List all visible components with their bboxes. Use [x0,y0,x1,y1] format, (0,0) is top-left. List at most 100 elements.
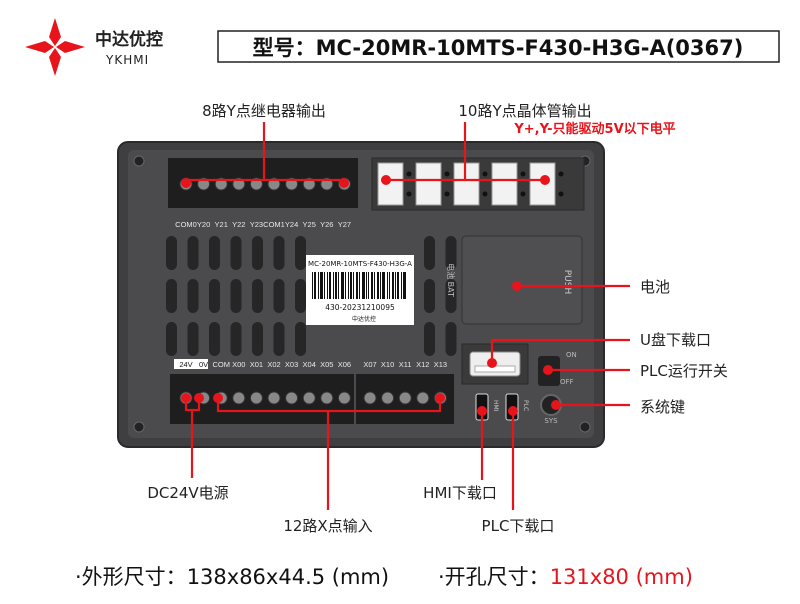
title-box [217,30,780,63]
vent-slot [273,322,285,356]
hmi-text: HMI [492,400,499,412]
vent-slot [445,236,457,270]
terminal-label: X06 [338,360,351,369]
battery-cover[interactable] [461,235,583,325]
terminal-label: Y23 [250,220,263,229]
terminal-label: Y22 [232,220,245,229]
vent-slot [187,322,199,356]
terminal-label: 0V [199,360,208,369]
vent-slot [187,279,199,313]
callout-relay-output: 8路Y点继电器输出 [202,102,326,120]
footer-cutout: ·开孔尺寸：131x80 (mm) [438,565,693,589]
transistor-connector[interactable] [415,162,442,206]
brand-logo-icon [25,18,85,76]
vent-slot [187,236,199,270]
sticker-model: MC-20MR-10MTS-F430-H3G-A [308,260,412,268]
plc-text: PLC [522,400,529,411]
callout-x-input: 12路X点输入 [283,517,372,535]
switch-off-text: OFF [560,378,574,386]
terminal-screw[interactable] [302,391,316,405]
vent-slot [166,236,177,270]
vent-slot [424,236,435,270]
vent-slot [209,322,220,356]
vent-slots [166,236,457,356]
terminal-label: X01 [250,360,263,369]
vent-slot [166,322,177,356]
sticker-brand: 中达优控 [352,315,376,323]
terminal-label: Y27 [338,220,351,229]
brand-name-en: YKHMI [105,53,149,67]
sys-text: SYS [544,417,558,425]
terminal-label: Y25 [303,220,316,229]
terminal-label: 24V [179,360,192,369]
vent-slot [424,279,435,313]
callout-usb: U盘下载口 [640,331,711,349]
callout-plc-port: PLC下载口 [482,517,555,535]
terminal-screw[interactable] [337,391,351,405]
transistor-connector[interactable] [491,162,518,206]
vent-slot [209,236,220,270]
terminal-label: X13 [434,360,447,369]
terminal-label: COM [212,360,230,369]
terminal-label: X00 [232,360,245,369]
model-title: 型号：MC-20MR-10MTS-F430-H3G-A(0367) [253,36,744,60]
terminal-label: Y24 [285,220,298,229]
terminal-screw[interactable] [232,391,246,405]
vent-slot [252,279,263,313]
terminal-screw[interactable] [285,391,299,405]
terminal-label: Y20 [197,220,210,229]
switch-on-text: ON [566,351,577,359]
vent-slot [230,279,242,313]
terminal-label: Y26 [320,220,333,229]
terminal-screw[interactable] [363,391,377,405]
terminal-label: X04 [303,360,316,369]
terminal-label: X05 [320,360,333,369]
vent-slot [445,322,457,356]
vent-slot [230,322,242,356]
terminal-label: Y21 [215,220,228,229]
terminal-label: X03 [285,360,298,369]
terminal-label: COM1 [263,220,285,229]
vent-slot [166,279,177,313]
vent-slot [295,236,306,270]
terminal-label: X11 [399,360,412,369]
terminal-label: X02 [267,360,280,369]
transistor-connector[interactable] [377,162,404,206]
callout-battery: 电池 [640,278,670,296]
callout-transistor-note: Y+,Y-只能驱动5V以下电平 [513,121,675,137]
brand-name-cn: 中达优控 [95,29,163,50]
vent-slot [252,236,263,270]
terminal-screw[interactable] [320,391,334,405]
transistor-connector[interactable] [453,162,480,206]
terminal-screw[interactable] [267,391,281,405]
terminal-label: COM0 [175,220,197,229]
terminal-screw[interactable] [249,391,263,405]
vent-slot [209,279,220,313]
power-label-bg [174,359,208,369]
terminal-label: X07 [363,360,376,369]
vent-slot [295,322,306,356]
terminal-screw[interactable] [416,391,430,405]
vent-slot [230,236,242,270]
barcode [312,272,406,299]
vent-slot [424,322,435,356]
vent-slot [295,279,306,313]
footer-size: ·外形尺寸：138x86x44.5 (mm) [75,565,389,589]
bat-text: 电池 BAT [446,263,456,297]
push-text: PUSH [562,270,572,295]
sticker-serial: 430-20231210095 [325,303,395,312]
vent-slot [445,279,457,313]
callout-power: DC24V电源 [147,484,228,502]
callout-sys-key: 系统键 [640,398,685,416]
terminal-screw[interactable] [398,391,412,405]
vent-slot [252,322,263,356]
callout-dots [181,175,561,416]
vent-slot [273,279,285,313]
terminal-label: X10 [381,360,394,369]
vent-slot [273,236,285,270]
terminal-screw[interactable] [381,391,395,405]
callout-lines [184,122,630,510]
callout-hmi-port: HMI下载口 [423,484,497,502]
callout-transistor-output: 10路Y点晶体管输出 [458,102,591,120]
